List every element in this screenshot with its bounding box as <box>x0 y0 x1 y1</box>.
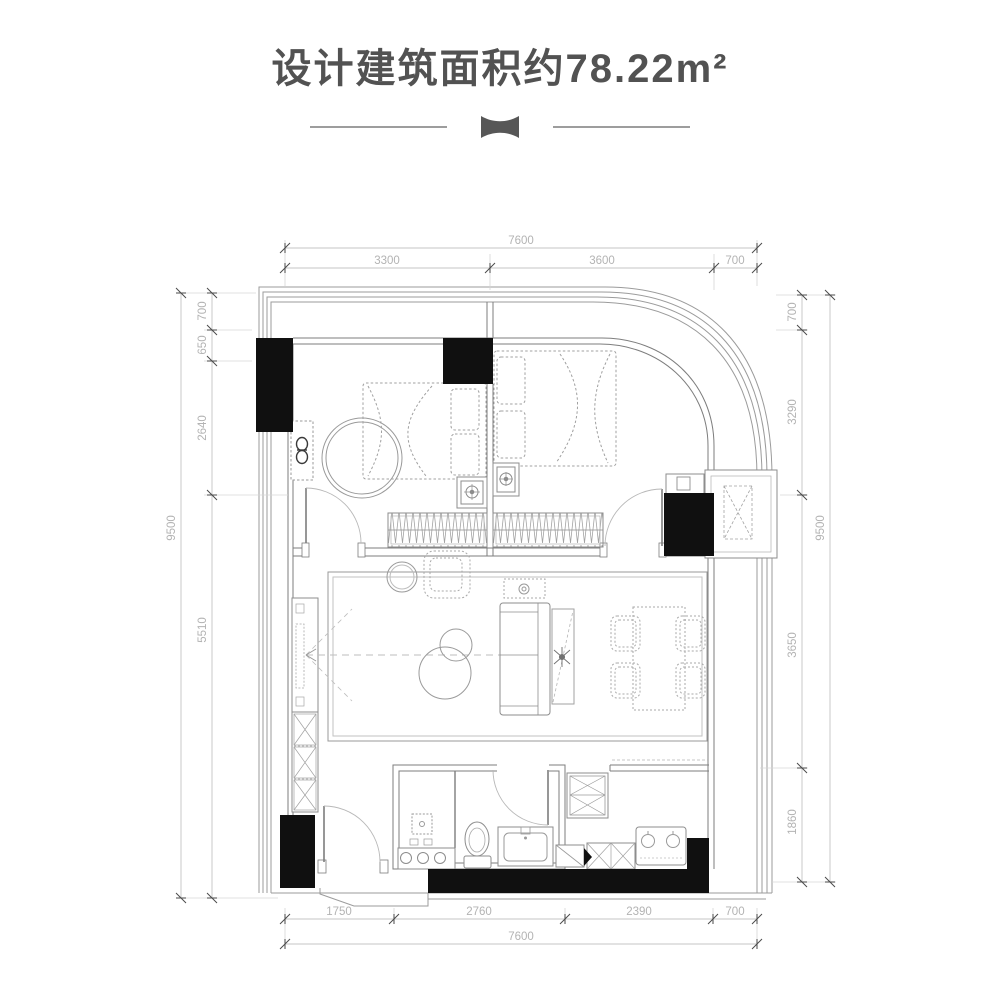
dim-label: 2390 <box>626 906 652 918</box>
vanity-sink <box>497 826 554 867</box>
coffee-tables <box>418 628 473 700</box>
bedroom-round-chair <box>321 417 403 499</box>
dim-label: 5510 <box>197 617 209 643</box>
sofa <box>499 602 551 716</box>
wardrobe <box>492 512 604 548</box>
nightstand-lamp <box>492 462 520 497</box>
dim-label: 3300 <box>374 255 400 267</box>
dim-label: 3600 <box>589 255 615 267</box>
shower <box>409 813 433 846</box>
dim-label: 700 <box>725 255 744 267</box>
bed-single <box>362 382 487 480</box>
media-cabinet <box>291 597 319 713</box>
dim-label: 2760 <box>466 906 492 918</box>
structural-columns <box>256 338 714 893</box>
nightstand-lamp <box>456 476 488 509</box>
control-box <box>665 473 705 495</box>
ac-platform <box>704 469 778 559</box>
dim-label: 7600 <box>508 235 534 247</box>
door-opening-left <box>306 545 362 558</box>
bed-double <box>493 350 617 467</box>
dim-label: 650 <box>197 335 209 354</box>
wall-shelf <box>503 578 546 599</box>
armchair <box>423 550 471 599</box>
door-bedroom-left <box>305 487 362 544</box>
dim-label: 1860 <box>787 809 799 835</box>
dim-label: 7600 <box>508 931 534 943</box>
page-title: 设计建筑面积约78.22m² <box>271 47 729 91</box>
dim-label: 2640 <box>197 415 209 441</box>
exterior-wall-band <box>258 286 773 907</box>
inner-walls <box>287 302 715 869</box>
title-divider <box>310 116 690 138</box>
dining-set <box>610 606 706 711</box>
dim-label: 3650 <box>787 632 799 658</box>
door-bathroom <box>492 769 549 826</box>
bottom-wall <box>428 869 709 893</box>
bowtie-icon <box>481 116 519 138</box>
fridge <box>566 772 609 819</box>
side-table <box>386 561 418 593</box>
wardrobe <box>387 512 488 548</box>
shoe-cabinet <box>291 711 319 813</box>
kitchen <box>555 759 709 870</box>
dim-label: 3290 <box>787 399 799 425</box>
bedroom-closet <box>290 420 314 481</box>
bathroom-door-opening <box>497 762 549 773</box>
dim-label: 9500 <box>166 515 178 541</box>
hanger-icon <box>295 436 309 465</box>
dim-label: 1750 <box>326 906 352 918</box>
plant-console <box>551 608 575 705</box>
door-opening-right <box>604 545 661 558</box>
corner-cabinet <box>555 844 585 868</box>
dimension-labels: 7600 3300 3600 700 1750 2760 2390 700 76… <box>166 235 827 943</box>
dimension-lines <box>180 247 831 945</box>
entry-door <box>323 805 381 863</box>
base-cabinets <box>586 842 636 870</box>
door-posts <box>301 542 667 874</box>
dim-label: 700 <box>787 302 799 321</box>
dim-label: 700 <box>197 301 209 320</box>
door-bedroom-right <box>604 488 663 547</box>
direction-arrow <box>584 848 592 866</box>
dim-label: 700 <box>725 906 744 918</box>
dim-label: 9500 <box>815 515 827 541</box>
area-rug <box>327 571 708 742</box>
plant-icon <box>553 647 571 667</box>
wash-counter <box>397 847 456 870</box>
kitchen-sink <box>635 826 687 866</box>
toilet <box>463 821 492 869</box>
entry-step <box>319 888 429 907</box>
